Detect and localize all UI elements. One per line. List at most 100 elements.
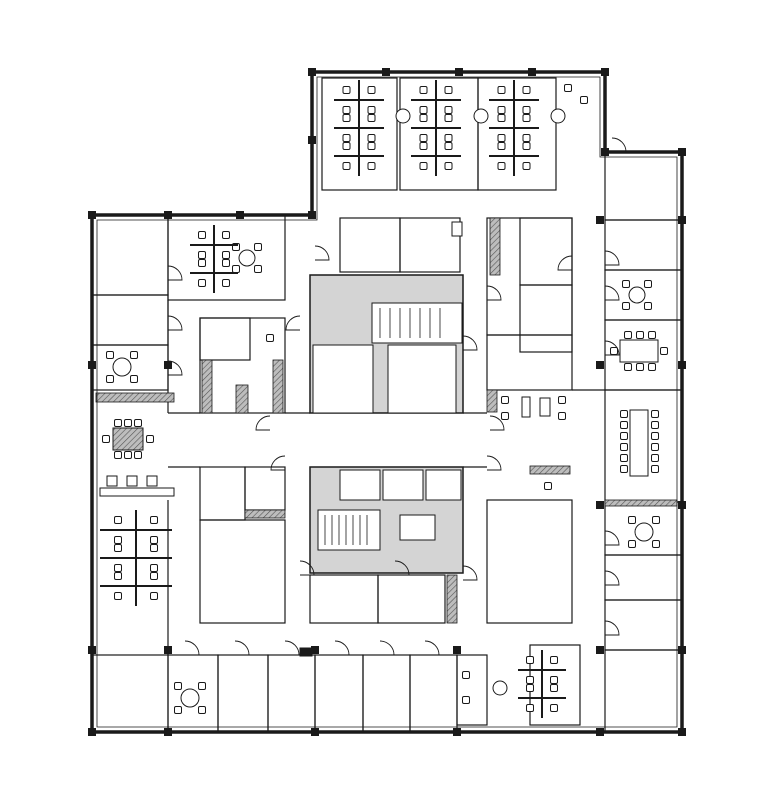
door-swing xyxy=(486,285,502,301)
exterior-wall xyxy=(90,70,684,734)
door-swing xyxy=(394,560,410,576)
door-swing xyxy=(604,530,620,546)
chair xyxy=(620,432,628,440)
building-cores xyxy=(309,274,464,574)
chair xyxy=(522,114,531,122)
chair xyxy=(114,451,122,459)
chair xyxy=(648,363,656,371)
door-swing xyxy=(167,265,183,281)
hatched-wall xyxy=(529,465,571,475)
chair xyxy=(522,86,531,94)
column xyxy=(596,646,604,654)
chair xyxy=(114,516,122,524)
door-swing xyxy=(167,315,183,331)
hatched-wall xyxy=(446,574,458,624)
chair xyxy=(198,259,206,267)
chair xyxy=(114,564,122,572)
chair xyxy=(620,465,628,473)
chair xyxy=(150,516,158,524)
chair xyxy=(624,363,632,371)
chair xyxy=(174,682,182,690)
elevator xyxy=(339,469,381,501)
door-swing xyxy=(424,640,440,656)
chair xyxy=(462,696,470,704)
door-swing xyxy=(299,560,315,576)
chair xyxy=(648,331,656,339)
room xyxy=(477,77,557,191)
hatched-wall xyxy=(201,359,213,414)
chair xyxy=(444,86,453,94)
chair xyxy=(150,592,158,600)
door-swing xyxy=(604,620,620,636)
room xyxy=(604,151,683,221)
chair xyxy=(564,84,572,92)
chair xyxy=(644,302,652,310)
chair xyxy=(651,432,659,440)
door-swing xyxy=(270,455,286,471)
chair xyxy=(497,114,506,122)
elevator xyxy=(382,469,424,501)
round-table xyxy=(180,688,200,708)
round-table xyxy=(550,108,566,124)
lounge-chair xyxy=(146,475,158,487)
chair xyxy=(114,544,122,552)
upper-stair xyxy=(371,302,463,344)
chair xyxy=(150,572,158,580)
chair xyxy=(198,706,206,714)
door-swing xyxy=(284,640,300,656)
chair xyxy=(266,334,274,342)
room xyxy=(399,77,479,191)
door-swing xyxy=(604,570,620,586)
chair xyxy=(610,347,618,355)
chair xyxy=(651,443,659,451)
column xyxy=(453,646,461,654)
chair xyxy=(342,134,351,142)
chair xyxy=(550,676,558,684)
hatched-wall xyxy=(486,389,498,413)
room xyxy=(519,217,573,286)
equipment xyxy=(451,221,463,237)
door-swing xyxy=(604,340,620,356)
chair xyxy=(198,251,206,259)
room xyxy=(604,649,683,733)
column xyxy=(164,361,172,369)
chair xyxy=(124,451,132,459)
chair xyxy=(342,142,351,150)
hatched-wall xyxy=(244,509,286,519)
lounge-chair xyxy=(106,475,118,487)
chair xyxy=(419,162,428,170)
chair xyxy=(628,516,636,524)
chair xyxy=(150,564,158,572)
chair xyxy=(651,410,659,418)
door-swing xyxy=(486,455,502,471)
chair xyxy=(550,704,558,712)
chair xyxy=(222,279,230,287)
door-swing xyxy=(462,565,478,581)
room xyxy=(604,599,683,651)
chair xyxy=(522,162,531,170)
chair xyxy=(114,419,122,427)
room xyxy=(339,217,401,273)
desk xyxy=(521,396,531,418)
room xyxy=(199,466,246,521)
door-swing xyxy=(255,415,271,431)
chair xyxy=(419,106,428,114)
column xyxy=(596,216,604,224)
column xyxy=(311,646,319,654)
chair xyxy=(526,684,534,692)
round-table xyxy=(238,249,256,267)
chair xyxy=(522,106,531,114)
chair xyxy=(501,396,509,404)
chair xyxy=(550,656,558,664)
door-swing xyxy=(334,640,350,656)
chair xyxy=(134,451,142,459)
desk xyxy=(539,397,551,417)
chair xyxy=(419,114,428,122)
room xyxy=(456,654,488,726)
hatched-wall xyxy=(489,217,501,276)
round-table xyxy=(112,357,132,377)
chair xyxy=(419,86,428,94)
door-swing xyxy=(611,137,627,153)
chair xyxy=(342,162,351,170)
hatched-wall xyxy=(604,499,678,507)
